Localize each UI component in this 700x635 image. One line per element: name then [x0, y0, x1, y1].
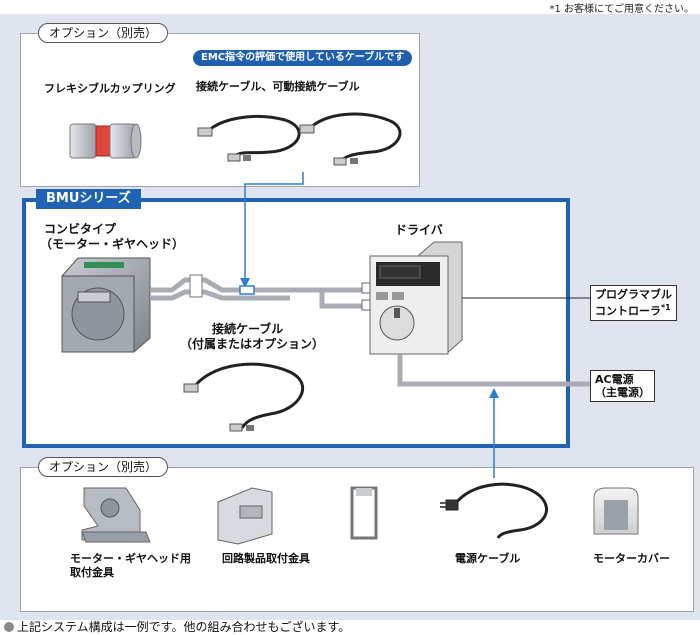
combi-label-line1: コンビタイプ: [44, 222, 117, 236]
cable-joint-icon: [239, 285, 255, 295]
combi-label-line2: （モーター・ギヤヘッド）: [40, 237, 185, 251]
included-cable-icon: [183, 362, 304, 432]
bullet-dot-icon: [4, 622, 14, 632]
motor-cover-icon: [593, 487, 639, 535]
mount-label-line2: 取付金具: [70, 566, 114, 579]
cable-label-top: 接続ケーブル、可動接続ケーブル: [196, 80, 360, 93]
circuit-mount-bracket-icon: [217, 487, 273, 545]
plc-label: プログラマブル コントローラ*1: [590, 285, 677, 321]
ac-power-line: [397, 354, 590, 387]
plc-label-line1: プログラマブル: [595, 288, 672, 301]
cable-connector-icon: [189, 274, 203, 298]
power-cable-label: 電源ケーブル: [455, 552, 521, 565]
motor-mount-bracket-icon: [81, 487, 151, 543]
cable-label-bmu-line1: 接続ケーブル: [212, 322, 284, 336]
plc-footnote-mark: *1: [661, 303, 671, 312]
ac-power-label: AC電源 （主電源）: [590, 370, 655, 402]
plc-label-line2: コントローラ*1: [595, 301, 672, 318]
mount-label-line1: モーター・ギヤヘッド用: [70, 552, 191, 565]
top-option-pill: オプション（別売）: [38, 23, 169, 43]
footer-note-text: 上記システム構成は一例です。他の組み合わせもございます。: [17, 620, 351, 634]
combi-motor-icon: [61, 257, 151, 353]
plc-label-line2-text: コントローラ: [595, 304, 661, 318]
emc-badge: EMC指令の評価で使用しているケーブルです: [193, 50, 413, 66]
connection-cable-icon-2: [299, 112, 402, 166]
footnote-top: *1 お客様にてご用意ください。: [549, 4, 694, 15]
connection-cable-icon-1: [197, 114, 301, 162]
cable-link-line: [244, 172, 304, 288]
ac-power-line2: （主電源）: [595, 386, 650, 399]
cable-link-arrow-icon: [240, 278, 250, 288]
power-cable-icon: [440, 482, 548, 539]
bmu-series-tag: BMUシリーズ: [36, 189, 141, 209]
circuit-mount-label: 回路製品取付金具: [222, 552, 310, 565]
motor-driver-cable: [150, 277, 366, 309]
driver-unit-icon: [369, 241, 463, 355]
flexible-coupling-icon: [69, 123, 142, 159]
cable-label-bmu-line2: （付属またはオプション）: [180, 337, 325, 351]
ac-power-line1: AC電源: [595, 373, 634, 386]
footer-note: 上記システム構成は一例です。他の組み合わせもございます。: [4, 618, 350, 635]
bottom-option-pill: オプション（別売）: [38, 457, 169, 477]
motor-cover-label: モーターカバー: [593, 552, 670, 565]
power-cable-link-arrow-icon: [489, 388, 499, 398]
driver-label: ドライバ: [395, 223, 443, 237]
din-rail-bracket-icon: [350, 486, 378, 540]
coupling-label: フレキシブルカップリング: [44, 82, 176, 95]
